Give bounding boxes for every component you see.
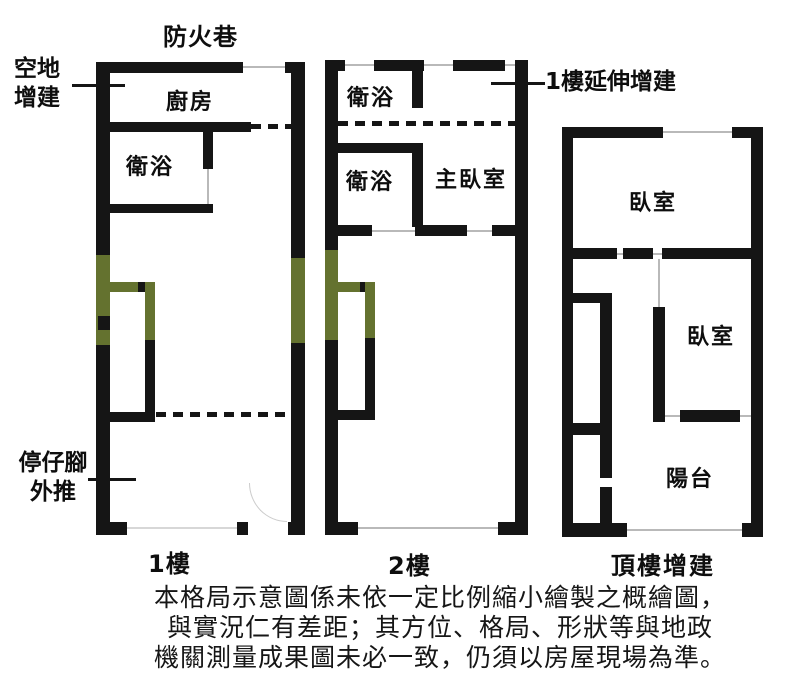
wall <box>562 127 573 537</box>
label-arcade-line1: 停仔腳 <box>18 450 88 476</box>
floor3-name: 頂樓增建 <box>611 552 715 580</box>
wall <box>653 410 665 422</box>
wall <box>492 225 528 236</box>
door-opening-line <box>653 253 662 255</box>
stair-wall <box>145 282 155 422</box>
room-label-bathroom-top: 衛浴 <box>347 86 396 111</box>
watermark-patch <box>325 250 338 340</box>
room-label-bedroom-mid: 臥室 <box>687 325 736 350</box>
door-swing-arc <box>249 483 287 522</box>
label-open-space-line2: 增建 <box>14 85 60 111</box>
wall <box>562 248 617 259</box>
dashed-line <box>251 124 292 129</box>
window-line <box>627 529 742 531</box>
label-open-space-addition: 空地 增建 <box>14 55 60 113</box>
floor2-name: 2樓 <box>388 552 431 580</box>
door-opening-line <box>617 253 623 255</box>
window-line <box>663 131 732 133</box>
wall <box>374 60 424 71</box>
wall <box>415 225 467 236</box>
wall <box>498 522 528 535</box>
room-label-bedroom-top: 臥室 <box>629 191 678 216</box>
watermark-patch <box>96 255 110 345</box>
floor1-name: 1樓 <box>148 550 191 578</box>
window-line <box>243 66 285 68</box>
door-opening-line <box>665 415 680 417</box>
disclaimer-text: 本格局示意圖係未依一定比例縮小繪製之概繪圖， 與實況仁有差距；其方位、格局、形狀… <box>110 584 770 674</box>
wall <box>325 522 358 535</box>
wall <box>623 248 653 259</box>
window-line <box>505 64 518 66</box>
wall <box>562 127 663 138</box>
wall <box>108 204 213 213</box>
label-fire-lane: 防火巷 <box>163 23 238 51</box>
disclaimer-line1: 本格局示意圖係未依一定比例縮小繪製之概繪圖， <box>153 585 726 612</box>
label-arcade-line2: 外推 <box>30 479 76 505</box>
door-opening-line <box>127 527 237 529</box>
wall <box>562 523 627 537</box>
wall <box>96 122 251 132</box>
wall <box>453 60 505 71</box>
room-label-bathroom-mid: 衛浴 <box>346 170 395 195</box>
dashed-line <box>156 412 291 417</box>
door-line <box>658 259 660 307</box>
wall <box>412 60 423 108</box>
dashed-line <box>338 121 515 126</box>
watermark-patch <box>291 258 305 343</box>
wall <box>412 143 423 227</box>
wall <box>515 60 528 535</box>
label-arcade-pushout: 停仔腳 外推 <box>16 449 90 507</box>
watermark-patch <box>365 282 375 338</box>
door-line <box>207 169 209 205</box>
wall <box>288 522 305 535</box>
disclaimer-line2: 與實況仁有差距；其方位、格局、形狀等與地政 <box>166 615 713 642</box>
wall <box>732 127 763 138</box>
wall <box>203 122 213 169</box>
wall <box>742 523 763 537</box>
wall <box>751 127 763 537</box>
watermark-patch <box>98 316 110 330</box>
wall <box>96 62 243 73</box>
label-extension: 1樓延伸增建 <box>545 69 677 95</box>
stair-wall <box>108 412 155 422</box>
stair-wall <box>365 282 375 420</box>
room-label-master-bedroom: 主臥室 <box>435 168 508 193</box>
window-line <box>424 64 453 66</box>
wall <box>338 143 423 153</box>
arcade-pointer-line <box>88 478 136 481</box>
room-label-balcony: 陽台 <box>666 467 715 492</box>
wall <box>680 410 740 422</box>
watermark-patch <box>145 282 155 340</box>
wall <box>96 522 127 535</box>
wall <box>325 225 372 236</box>
wall <box>237 522 248 535</box>
window-line <box>345 64 374 66</box>
wall <box>662 248 763 259</box>
door-opening-line <box>467 230 492 232</box>
watermark-patch <box>334 282 360 292</box>
door-opening-line <box>372 230 415 232</box>
wall <box>653 307 665 417</box>
watermark-patch <box>108 282 138 292</box>
wall <box>573 293 612 303</box>
window-line <box>358 527 498 529</box>
door-opening-line <box>740 415 751 417</box>
stair-wall <box>325 410 375 420</box>
disclaimer-line3: 機關測量成果圖未必一致，仍須以房屋現場為準。 <box>153 645 726 672</box>
wall <box>573 423 612 435</box>
wall <box>600 293 612 478</box>
wall <box>600 487 612 523</box>
room-label-bathroom: 衛浴 <box>126 155 175 180</box>
label-open-space-line1: 空地 <box>14 56 60 82</box>
room-label-kitchen: 廚房 <box>166 90 215 115</box>
